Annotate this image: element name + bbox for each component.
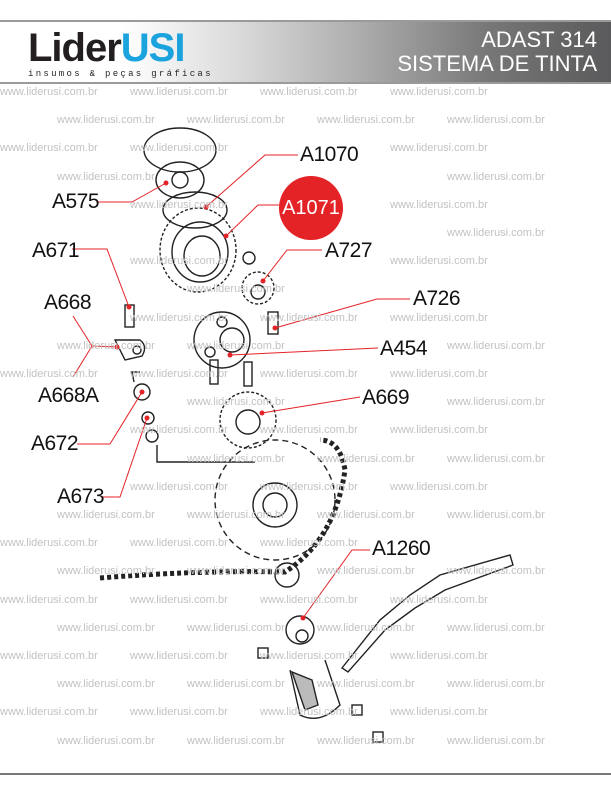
title-model: ADAST 314 — [481, 27, 597, 52]
parts-sketch — [99, 127, 514, 743]
leader-a669 — [261, 396, 361, 414]
leader-a671 — [72, 248, 130, 308]
part-label-a668a: A668A — [38, 384, 99, 407]
part-label-a454: A454 — [380, 337, 428, 360]
leader-a668 — [72, 315, 118, 348]
part-label-a726: A726 — [413, 287, 461, 310]
part-label-a672: A672 — [31, 432, 79, 455]
header-banner: LiderUSI insumos & peças gráficas ADAST … — [0, 20, 611, 84]
shaft-part — [340, 554, 514, 673]
part-label-a673: A673 — [57, 485, 105, 508]
leader-a673 — [101, 417, 148, 498]
leader-a672 — [77, 391, 143, 445]
part-label-a727: A727 — [325, 239, 373, 262]
arm-part — [289, 659, 341, 719]
gear-a727 — [241, 271, 275, 305]
leader-lines — [72, 154, 410, 619]
title-system: SISTEMA DE TINTA — [397, 51, 597, 76]
bearing-part — [155, 161, 205, 199]
leader-a1071 — [225, 204, 279, 237]
part-label-a1260: A1260 — [372, 537, 431, 560]
footer-divider — [0, 773, 611, 775]
page-title: ADAST 314 SISTEMA DE TINTA — [397, 28, 597, 76]
spring-a668a — [133, 383, 151, 401]
sprocket — [214, 439, 336, 561]
leader-dots — [114, 180, 306, 621]
liderusi-logo: LiderUSI insumos & peças gráficas — [28, 28, 213, 79]
leader-a726 — [274, 298, 410, 329]
screw-a726 — [267, 311, 279, 335]
plate-a454 — [193, 311, 251, 369]
part-label-a668: A668 — [44, 291, 92, 314]
nut-a673 — [145, 429, 159, 443]
part-label-a669: A669 — [362, 386, 410, 409]
part-label-a1070: A1070 — [300, 143, 359, 166]
part-label-a1071-highlight: A1071 — [279, 176, 343, 240]
gear-a1071 — [159, 207, 237, 293]
logo-text-blue: USI — [120, 26, 186, 70]
lever-a668 — [113, 339, 146, 361]
gear-a669 — [219, 391, 277, 449]
leader-a727 — [262, 249, 322, 282]
logo-text-dark: Lider — [28, 26, 122, 70]
logo-tagline: insumos & peças gráficas — [28, 69, 213, 79]
washer-a672 — [141, 411, 155, 425]
collar-a1260 — [285, 615, 315, 645]
leader-a454 — [229, 347, 379, 356]
leader-a668a — [72, 345, 93, 378]
chain — [99, 437, 348, 581]
part-label-a1071: A1071 — [282, 196, 340, 219]
part-label-a671: A671 — [32, 239, 80, 262]
leader-a1070 — [205, 154, 298, 208]
ring-part — [162, 191, 228, 229]
bearing-part — [143, 127, 217, 173]
leader-a1260 — [302, 549, 370, 619]
leader-a575 — [97, 182, 167, 203]
part-label-a575: A575 — [52, 190, 100, 213]
